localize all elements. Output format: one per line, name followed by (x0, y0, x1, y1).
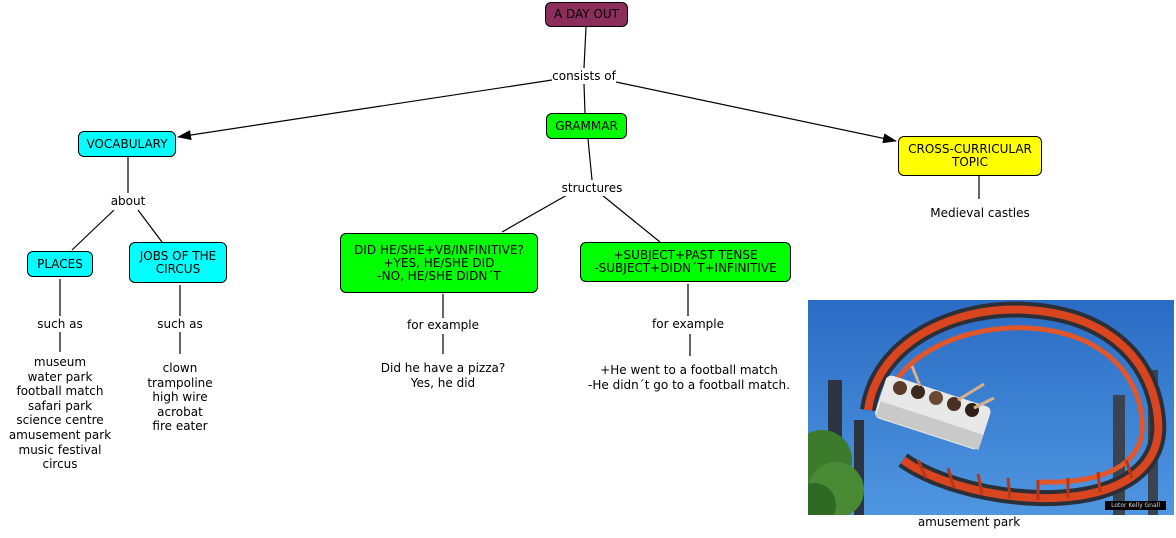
concept-jobs-of-the-circus[interactable]: JOBS OF THE CIRCUS (129, 242, 227, 283)
roller-coaster-image (808, 300, 1174, 515)
label-structures: structures (562, 181, 623, 196)
concept-a-day-out[interactable]: A DAY OUT (545, 2, 628, 27)
jobs-list[interactable]: clown trampoline high wire acrobat fire … (147, 361, 212, 434)
photo-credit: Lotor Kelly Gnall (1105, 501, 1166, 510)
amusement-park-photo[interactable]: Lotor Kelly Gnall (808, 300, 1174, 515)
concept-subject-past-tense[interactable]: +SUBJECT+PAST TENSE -SUBJECT+DIDN´T+INFI… (580, 242, 791, 282)
link-consists-cross (616, 82, 896, 141)
label-about: about (111, 194, 146, 209)
link-root-consists (584, 27, 586, 68)
medieval-castles[interactable]: Medieval castles (930, 206, 1030, 221)
concept-grammar[interactable]: GRAMMAR (546, 113, 627, 139)
label-consists-of: consists of (552, 69, 616, 84)
label-for-example-subject: for example (652, 317, 724, 332)
link-structures-subject (602, 195, 660, 242)
places-list[interactable]: museum water park football match safari … (9, 355, 111, 472)
label-such-as-jobs: such as (157, 317, 202, 332)
link-about-jobs (138, 210, 162, 242)
concept-did-question[interactable]: DID HE/SHE+VB/INFINITIVE? +YES, HE/SHE D… (340, 233, 538, 293)
photo-caption: amusement park (918, 515, 1020, 529)
concept-cross-curricular-topic[interactable]: CROSS-CURRICULAR TOPIC (898, 136, 1042, 176)
concept-places[interactable]: PLACES (27, 251, 93, 277)
label-such-as-places: such as (37, 317, 82, 332)
did-example[interactable]: Did he have a pizza? Yes, he did (381, 361, 506, 390)
link-grammar-structures (588, 139, 592, 180)
subject-example[interactable]: +He went to a football match -He didn´t … (588, 363, 790, 392)
concept-vocabulary[interactable]: VOCABULARY (78, 131, 176, 157)
link-structures-didq (502, 195, 567, 232)
label-for-example-did: for example (407, 318, 479, 333)
link-about-places (72, 210, 114, 250)
link-consists-grammar (584, 84, 585, 113)
link-consists-vocabulary (178, 80, 552, 137)
